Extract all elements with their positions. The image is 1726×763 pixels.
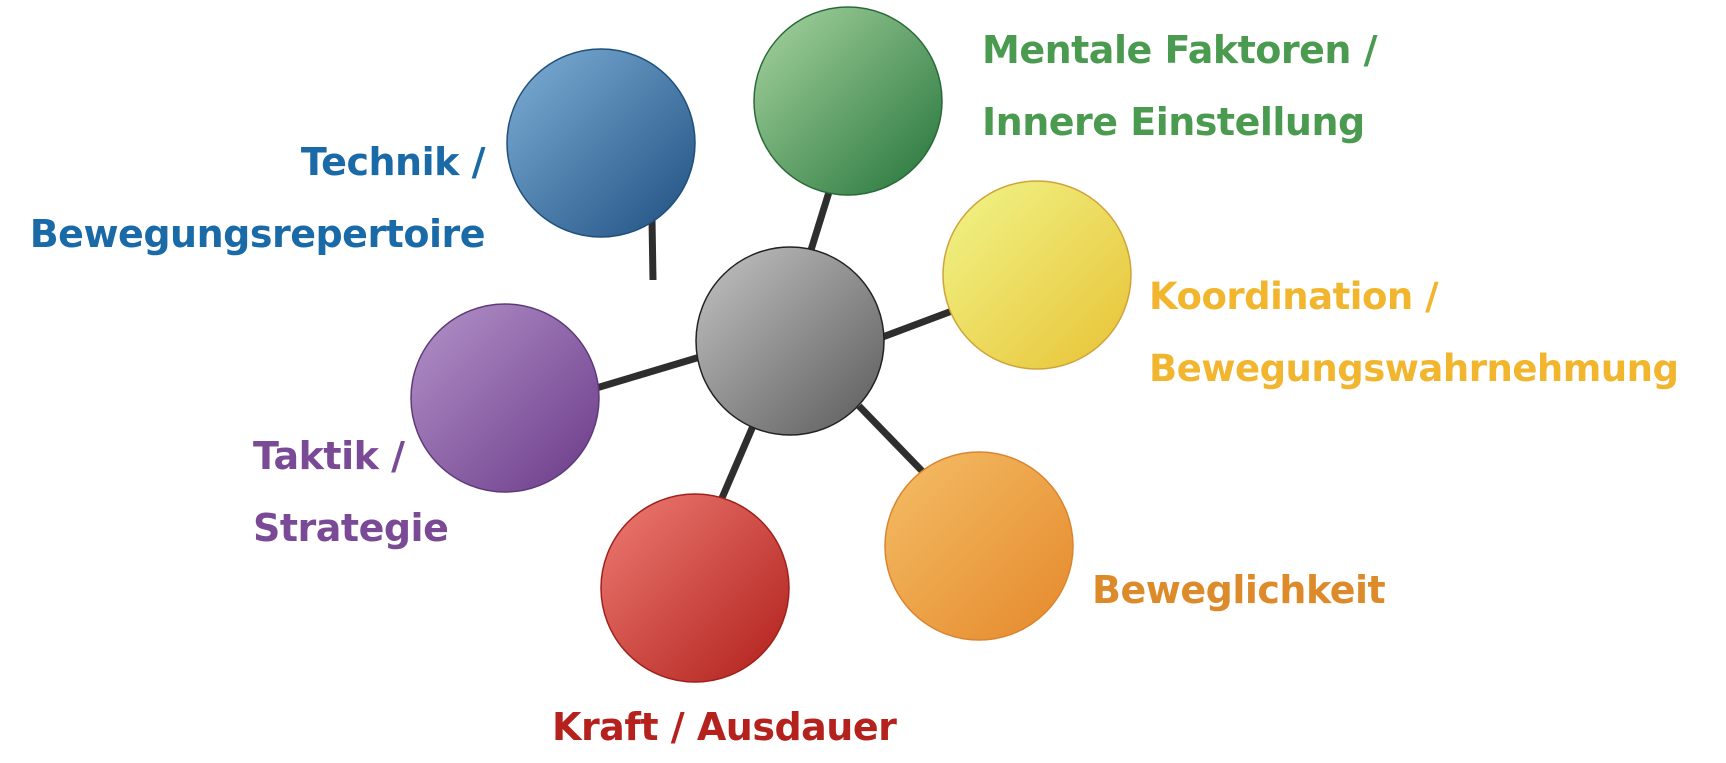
label-technik-line-1: Technik /	[300, 140, 486, 184]
label-mental-line-2: Innere Einstellung	[982, 100, 1365, 144]
label-kraft-line-1: Kraft / Ausdauer	[552, 705, 897, 749]
label-beweglichkeit: Beweglichkeit	[1092, 554, 1386, 626]
connector-taktik	[591, 353, 702, 393]
connector-technik	[648, 218, 657, 281]
label-taktik-line-2: Strategie	[253, 506, 449, 550]
label-mental: Mentale Faktoren / Innere Einstellung	[982, 14, 1378, 158]
label-koordination-line-2: Bewegungswahrnehmung	[1149, 347, 1679, 390]
label-taktik: Taktik / Strategie	[253, 420, 449, 564]
node-taktik	[410, 303, 600, 493]
label-technik-line-2: Bewegungsrepertoire	[29, 212, 486, 256]
label-mental-line-1: Mentale Faktoren /	[982, 28, 1378, 72]
node-beweglichkeit	[884, 451, 1074, 641]
label-kraft: Kraft / Ausdauer	[552, 691, 897, 763]
connector-mental	[807, 190, 833, 252]
label-koordination: Koordination / Bewegungswahrnehmung	[1149, 261, 1679, 405]
node-center	[695, 246, 885, 436]
node-koordination	[942, 180, 1132, 370]
node-technik	[506, 48, 696, 238]
connector-kraft	[718, 424, 757, 500]
label-taktik-line-1: Taktik /	[253, 434, 405, 478]
label-koordination-line-1: Koordination /	[1149, 275, 1439, 318]
connector-koordination	[878, 307, 954, 342]
node-kraft	[600, 493, 790, 683]
connector-beweglichkeit	[856, 403, 926, 475]
label-technik: Technik / Bewegungsrepertoire	[29, 126, 486, 270]
node-mental	[753, 6, 943, 196]
label-beweglichkeit-line-1: Beweglichkeit	[1092, 568, 1386, 612]
